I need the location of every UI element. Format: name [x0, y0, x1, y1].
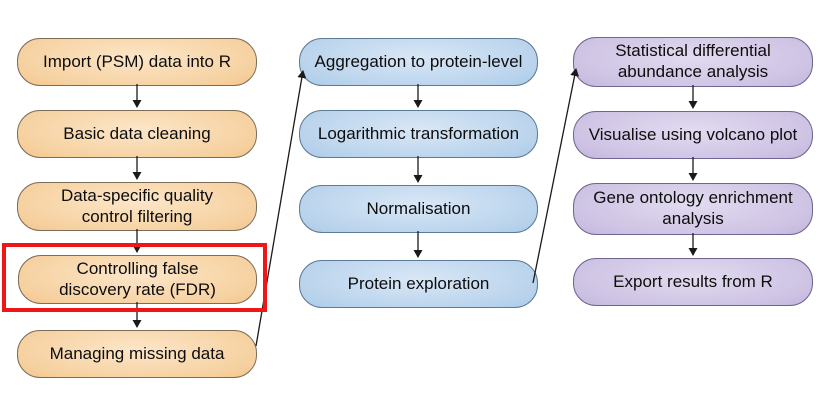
- flow-step-logarithmic-transformation: Logarithmic transformation: [299, 110, 538, 158]
- flow-step-import-psm-data: Import (PSM) data into R: [17, 38, 257, 86]
- flow-step-managing-missing-data: Managing missing data: [17, 330, 257, 378]
- flow-step-normalisation: Normalisation: [299, 185, 538, 233]
- flow-step-quality-control-filtering: Data-specific quality control filtering: [17, 182, 257, 231]
- arrow-exploration-to-stats: [532, 68, 580, 284]
- flow-step-statistical-differential-abundance: Statistical differential abundance analy…: [573, 37, 813, 87]
- flow-step-basic-data-cleaning: Basic data cleaning: [17, 110, 257, 158]
- flow-step-protein-exploration: Protein exploration: [299, 260, 538, 308]
- flow-step-export-results: Export results from R: [573, 258, 813, 306]
- flow-step-controlling-fdr: Controlling false discovery rate (FDR): [18, 255, 257, 304]
- flow-step-visualise-volcano-plot: Visualise using volcano plot: [573, 111, 813, 159]
- flow-step-aggregation-protein-level: Aggregation to protein-level: [299, 38, 538, 86]
- highlight-rectangle-fdr: [2, 243, 267, 312]
- flow-step-gene-ontology-enrichment: Gene ontology enrichment analysis: [573, 183, 813, 235]
